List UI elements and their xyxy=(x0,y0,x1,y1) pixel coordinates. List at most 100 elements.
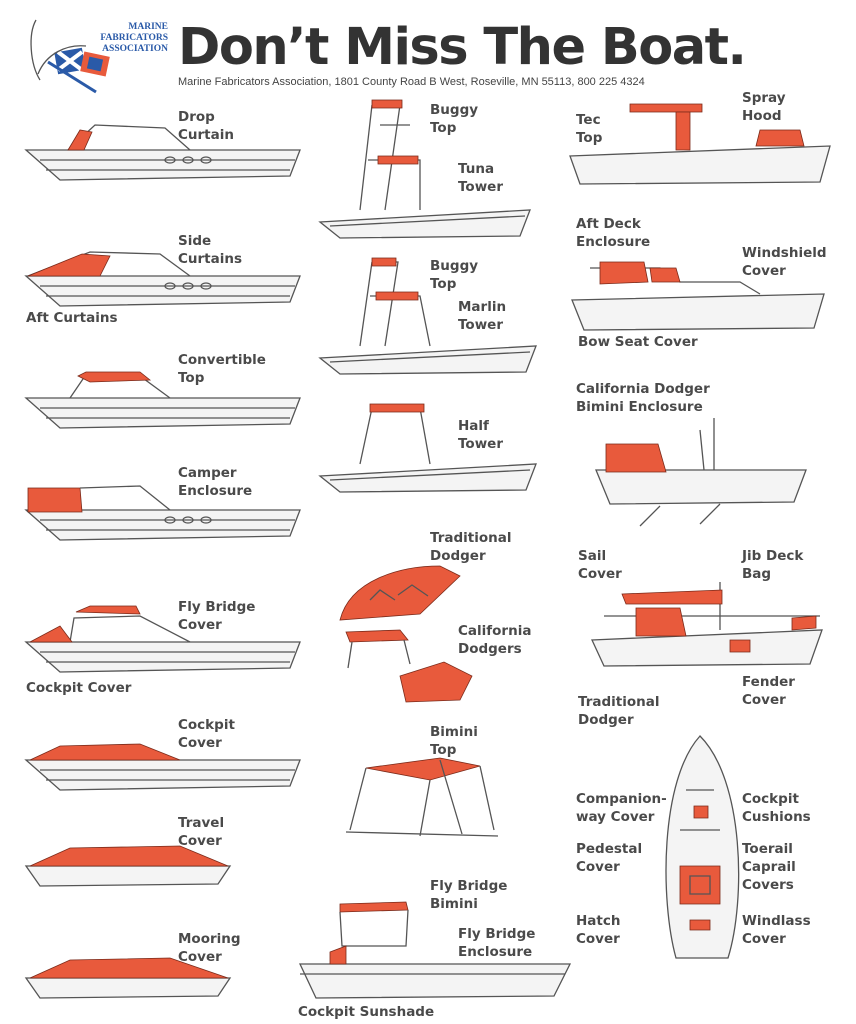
label-line: Traditional xyxy=(578,694,660,710)
label-convertible-top: Convertible Top xyxy=(178,351,266,387)
drop-curtain-boat-icon xyxy=(24,124,301,181)
label-line: Tuna xyxy=(458,161,495,177)
label-line: Curtains xyxy=(178,251,243,267)
label-line: Aft Deck xyxy=(576,216,641,232)
label-line: Half xyxy=(458,418,489,434)
label-line: Side xyxy=(178,233,212,249)
label-line: Top xyxy=(430,742,457,758)
label-travel-cover: Travel Cover xyxy=(178,814,224,850)
label-toerail-caprail-covers: Toerail Caprail Covers xyxy=(742,840,796,894)
label-line: Buggy xyxy=(430,102,479,118)
label-line: Bimini Enclosure xyxy=(576,399,703,415)
label-line: Convertible xyxy=(178,352,266,368)
label-line: Top xyxy=(576,130,603,146)
label-line: Dodgers xyxy=(458,641,522,657)
label-cockpit-cover-2: Cockpit Cover xyxy=(178,716,235,752)
label-line: Curtain xyxy=(178,127,234,143)
cockpit-cover-boat-icon xyxy=(24,743,301,791)
half-tower-boat-icon xyxy=(318,403,537,493)
label-line: Jib Deck xyxy=(742,548,804,564)
label-aft-curtains: Aft Curtains xyxy=(26,309,118,327)
label-line: Cover xyxy=(178,617,222,633)
label-line: Bimini xyxy=(430,724,478,740)
label-spray-hood: Spray Hood xyxy=(742,89,786,125)
label-line: Fly Bridge xyxy=(458,926,536,942)
logo-line-3: ASSOCIATION xyxy=(102,44,168,54)
label-line: Traditional xyxy=(430,530,512,546)
label-california-dodgers: California Dodgers xyxy=(458,622,531,658)
fly-bridge-cover-boat-icon xyxy=(24,605,301,673)
label-traditional-dodger-1: Traditional Dodger xyxy=(430,529,512,565)
label-line: Tower xyxy=(458,317,503,333)
label-line: Bimini xyxy=(430,896,478,912)
label-line: Cover xyxy=(178,949,222,965)
label-line: Drop xyxy=(178,109,215,125)
label-cockpit-cover: Cockpit Cover xyxy=(26,679,131,697)
label-side-curtains: Side Curtains xyxy=(178,232,242,268)
label-line: Mooring xyxy=(178,931,241,947)
label-line: Buggy xyxy=(430,258,479,274)
label-line: Pedestal xyxy=(576,841,643,857)
label-marlin-tower: Marlin Tower xyxy=(458,298,506,334)
label-line: Tower xyxy=(458,179,503,195)
label-line: California xyxy=(458,623,532,639)
label-pedestal-cover: Pedestal Cover xyxy=(576,840,642,876)
label-fender-cover: Fender Cover xyxy=(742,673,795,709)
mfa-logo: MARINE FABRICATORS ASSOCIATION xyxy=(26,14,168,96)
side-curtains-boat-icon xyxy=(24,251,301,307)
label-drop-curtain: Drop Curtain xyxy=(178,108,234,144)
label-line: California Dodger xyxy=(576,381,710,397)
label-line: Bag xyxy=(742,566,772,582)
label-line: Windshield xyxy=(742,245,827,261)
fly-bridge-enclosure-boat-icon xyxy=(298,901,572,999)
label-line: Windlass xyxy=(742,913,811,929)
california-dodgers-icon xyxy=(345,629,473,703)
label-line: Cockpit Sunshade xyxy=(298,1004,435,1020)
label-traditional-dodger-2: Traditional Dodger xyxy=(578,693,660,729)
convertible-top-boat-icon xyxy=(24,371,301,429)
label-line: Cockpit xyxy=(742,791,799,807)
label-line: Fly Bridge xyxy=(430,878,508,894)
label-line: Bow Seat Cover xyxy=(578,334,698,350)
label-line: Marlin xyxy=(458,299,507,315)
label-line: Fender xyxy=(742,674,795,690)
label-line: Dodger xyxy=(578,712,634,728)
california-dodger-bimini-sailboat-icon xyxy=(595,418,807,527)
label-hatch-cover: Hatch Cover xyxy=(576,912,620,948)
label-line: Enclosure xyxy=(458,944,533,960)
label-line: Cover xyxy=(576,859,620,875)
mooring-cover-boat-icon xyxy=(24,957,232,999)
label-line: way Cover xyxy=(576,809,655,825)
label-fly-bridge-enclosure: Fly Bridge Enclosure xyxy=(458,925,535,961)
label-windlass-cover: Windlass Cover xyxy=(742,912,811,948)
label-line: Cushions xyxy=(742,809,811,825)
label-fly-bridge-cover: Fly Bridge Cover xyxy=(178,598,255,634)
traditional-dodger-icon xyxy=(339,565,461,621)
label-buggy-top-1: Buggy Top xyxy=(430,101,478,137)
label-line: Cover xyxy=(742,692,786,708)
label-bimini-top: Bimini Top xyxy=(430,723,478,759)
label-cockpit-cushions: Cockpit Cushions xyxy=(742,790,811,826)
label-line: Camper xyxy=(178,465,237,481)
label-line: Cockpit Cover xyxy=(26,680,132,696)
label-mooring-cover: Mooring Cover xyxy=(178,930,241,966)
label-tuna-tower: Tuna Tower xyxy=(458,160,503,196)
label-line: Enclosure xyxy=(576,234,651,250)
logo-line-2: FABRICATORS xyxy=(100,33,168,43)
label-line: Cockpit xyxy=(178,717,235,733)
label-line: Hood xyxy=(742,108,782,124)
bimini-top-icon xyxy=(345,757,499,837)
label-half-tower: Half Tower xyxy=(458,417,503,453)
association-address: Marine Fabricators Association, 1801 Cou… xyxy=(178,76,645,88)
label-line: Caprail xyxy=(742,859,796,875)
label-fly-bridge-bimini: Fly Bridge Bimini xyxy=(430,877,507,913)
label-line: Companion- xyxy=(576,791,667,807)
sailboat-topview-icon xyxy=(665,735,740,959)
label-line: Fly Bridge xyxy=(178,599,256,615)
label-line: Tower xyxy=(458,436,503,452)
logo-line-1: MARINE xyxy=(128,22,168,32)
aft-deck-enclosure-boat-icon xyxy=(571,261,825,331)
label-line: Cover xyxy=(178,833,222,849)
